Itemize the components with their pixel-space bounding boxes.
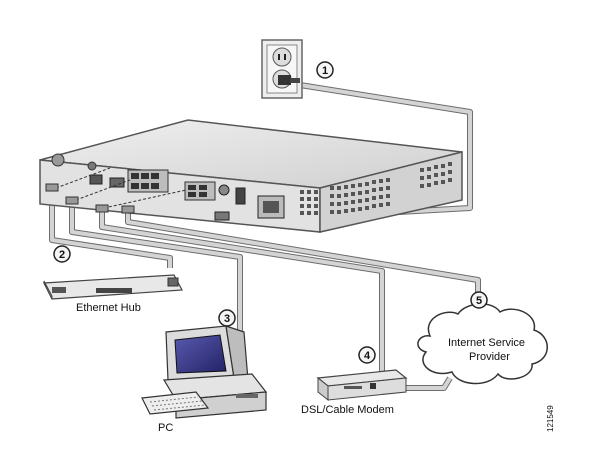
ethernet-hub: Ethernet Hub — [43, 274, 183, 314]
isp-cloud: Internet Service Provider — [417, 303, 548, 385]
pc: PC — [141, 325, 268, 434]
callout-4-number: 4 — [364, 350, 371, 362]
isp-label-line1: Internet Service — [448, 337, 525, 349]
figure-id: 121549 — [546, 405, 555, 432]
callout-1-number: 1 — [322, 65, 328, 77]
port-plug — [121, 205, 135, 214]
pc-label: PC — [158, 422, 173, 434]
pc-cable — [69, 203, 243, 337]
hub-cable — [49, 190, 173, 268]
router — [39, 119, 463, 233]
ethernet-hub-label: Ethernet Hub — [76, 302, 141, 314]
isp-label-line2: Provider — [469, 351, 510, 363]
power-plug — [278, 75, 291, 85]
port-plug — [45, 183, 59, 192]
side-vent — [300, 162, 452, 215]
callout-3-number: 3 — [224, 313, 230, 325]
callout-5: 5 — [470, 291, 488, 309]
wall-outlet — [261, 39, 303, 99]
dsl-modem: DSL/Cable Modem — [301, 369, 408, 416]
callout-1: 1 — [316, 61, 334, 79]
monitor-screen — [174, 334, 227, 374]
modem-isp-link — [404, 376, 453, 391]
port-plug — [65, 196, 79, 205]
dsl-modem-label: DSL/Cable Modem — [301, 404, 394, 416]
callout-3: 3 — [218, 309, 236, 327]
callout-2: 2 — [53, 245, 71, 263]
modem-cable — [99, 212, 385, 372]
callout-5-number: 5 — [476, 295, 482, 307]
callouts: 1 2 3 4 5 — [53, 61, 488, 364]
antenna-connector-icon — [51, 153, 65, 167]
port-plug — [95, 204, 109, 213]
callout-4: 4 — [358, 346, 376, 364]
callout-2-number: 2 — [59, 249, 65, 261]
power-switch-icon — [235, 187, 246, 205]
